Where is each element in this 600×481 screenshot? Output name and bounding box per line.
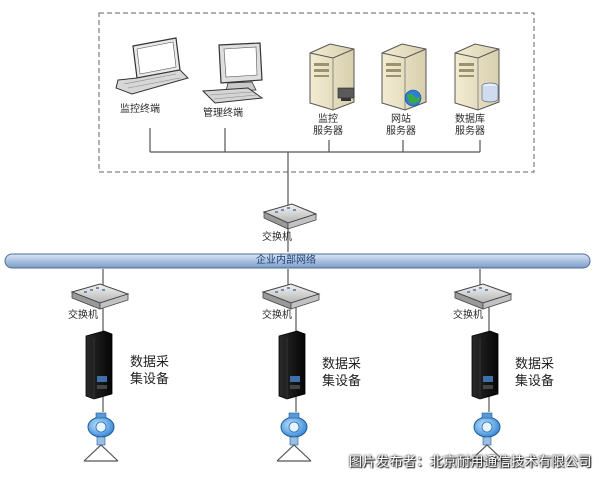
collector-label-1-line1: 数据采: [130, 355, 170, 370]
collector-label-2-line2: 集设备: [322, 374, 362, 389]
data-collector-device-2: [278, 330, 306, 400]
monitor-server-label-line2: 服务器: [313, 126, 343, 137]
network-bus-label: 企业内部网络: [256, 255, 316, 266]
core-switch-label: 交换机: [262, 232, 292, 243]
server-room-boundary: [98, 12, 535, 173]
switch-label-3: 交换机: [453, 310, 483, 321]
desktop-computer-icon: [201, 42, 264, 104]
monitor-server-icon: [309, 43, 355, 111]
database-server-label-line1: 数据库: [455, 114, 485, 125]
switch-icon-3: [453, 283, 513, 310]
collector-label-2-line1: 数据采: [322, 357, 362, 372]
manage-terminal-label: 管理终端: [203, 108, 243, 119]
core-switch-icon: [262, 203, 318, 230]
web-server-label: 网站 服务器: [386, 114, 416, 138]
collector-label-3-line2: 集设备: [515, 374, 555, 389]
web-server-label-line1: 网站: [391, 114, 411, 125]
web-server-icon: [381, 43, 427, 111]
collector-label-1: 数据采 集设备: [130, 354, 169, 388]
collector-label-2: 数据采 集设备: [322, 356, 361, 390]
database-server-icon: [454, 43, 500, 111]
publisher-watermark: 图片发布者：北京耐用通信技术有限公司: [348, 455, 592, 470]
sensor-icon-3: [469, 412, 505, 462]
sensor-icon-1: [83, 412, 119, 462]
switch-label-1: 交换机: [68, 310, 98, 321]
switch-icon-2: [261, 283, 321, 310]
database-server-label: 数据库 服务器: [455, 114, 485, 138]
monitor-server-label-line1: 监控: [318, 114, 338, 125]
switch-label-2: 交换机: [262, 310, 292, 321]
laptop-icon: [115, 37, 189, 95]
data-collector-device-1: [85, 330, 113, 400]
monitor-server-label: 监控 服务器: [313, 114, 343, 138]
collector-label-3-line1: 数据采: [515, 357, 555, 372]
data-collector-device-3: [471, 330, 499, 400]
database-server-label-line2: 服务器: [455, 126, 485, 137]
enterprise-network-bus: [4, 253, 591, 269]
collector-label-3: 数据采 集设备: [515, 356, 554, 390]
collector-label-1-line2: 集设备: [130, 372, 170, 387]
switch-icon-1: [70, 283, 130, 310]
sensor-icon-2: [276, 412, 312, 462]
web-server-label-line2: 服务器: [386, 126, 416, 137]
monitor-terminal-label: 监控终端: [120, 104, 160, 115]
